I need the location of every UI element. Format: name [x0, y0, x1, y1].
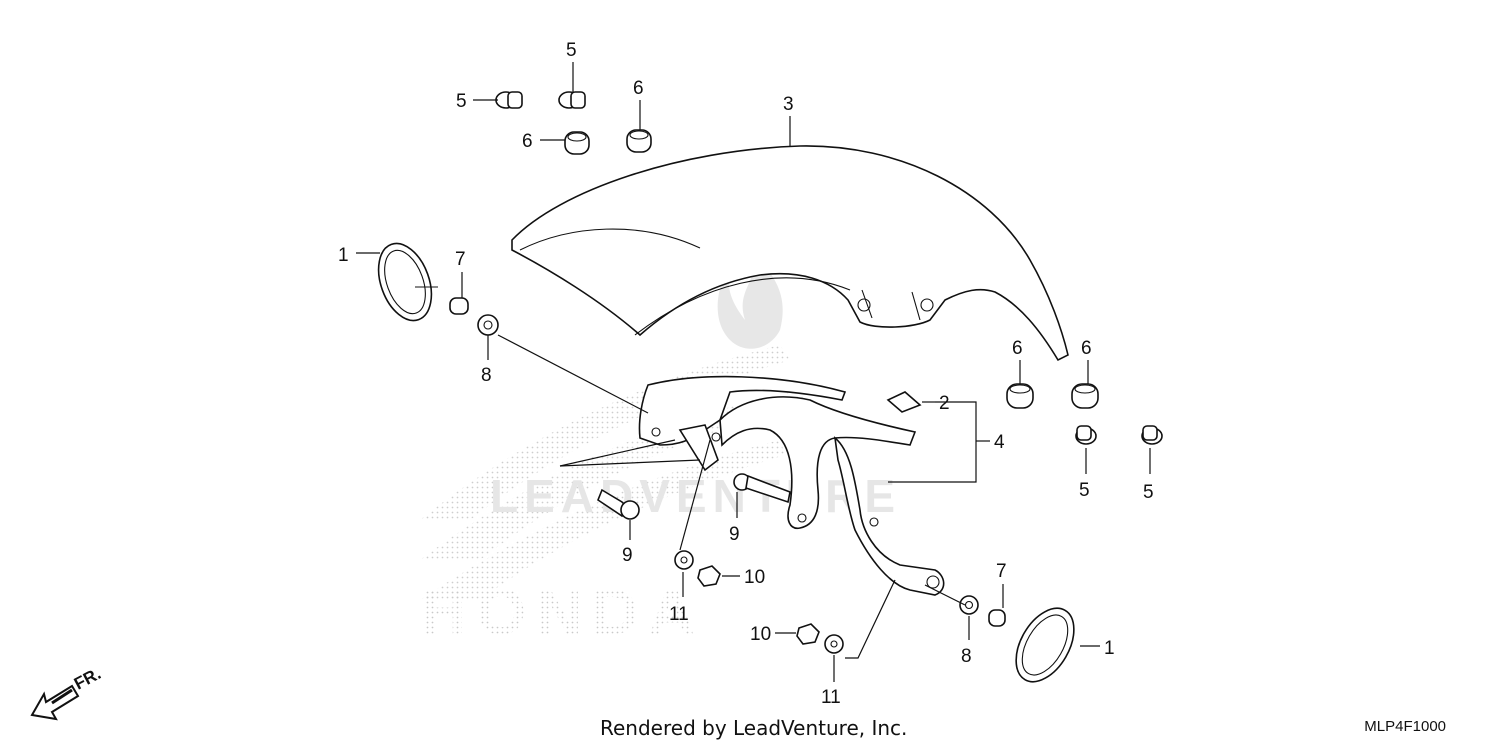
part-8-washer-right[interactable]: [959, 595, 979, 615]
callout-1-left: 1: [338, 245, 349, 266]
part-6-grommet-a[interactable]: [564, 131, 590, 155]
callout-4: 4: [994, 432, 1005, 453]
callout-6-c: 6: [1012, 338, 1023, 359]
part-5-collar-b[interactable]: [558, 91, 586, 109]
callout-10-upper: 10: [744, 567, 765, 588]
callout-5-d: 5: [1143, 482, 1154, 503]
front-direction-indicator: FR.: [30, 664, 104, 721]
part-7-collar-left[interactable]: [449, 297, 469, 315]
callout-6-a: 6: [522, 131, 533, 152]
part-3-front-fender[interactable]: [511, 145, 1069, 362]
part-7-collar-right[interactable]: [988, 609, 1006, 627]
part-8-washer-left[interactable]: [477, 314, 499, 336]
callout-2: 2: [939, 393, 950, 414]
part-10-nut-upper[interactable]: [697, 565, 721, 587]
callout-1-right: 1: [1104, 638, 1115, 659]
callout-3: 3: [783, 94, 794, 115]
render-credit-caption: Rendered by LeadVenture, Inc.: [600, 716, 908, 740]
part-5-collar-d[interactable]: [1141, 425, 1163, 445]
part-2-pad[interactable]: [886, 391, 922, 413]
part-11-washer-upper[interactable]: [674, 550, 694, 570]
callout-8-right: 8: [961, 646, 972, 667]
part-4-fender-stay-bracket[interactable]: [638, 375, 945, 596]
callout-6-d: 6: [1081, 338, 1092, 359]
part-10-nut-lower[interactable]: [796, 623, 820, 645]
callout-6-b: 6: [633, 78, 644, 99]
leader-lines: [356, 62, 1151, 682]
callout-5-b: 5: [566, 40, 577, 61]
callout-9-right: 9: [729, 524, 740, 545]
callout-8-left: 8: [481, 365, 492, 386]
callout-11-lower: 11: [821, 687, 841, 708]
part-5-collar-a[interactable]: [495, 91, 523, 109]
callout-9-left: 9: [622, 545, 633, 566]
watermark-leadventure-text: LEADVENTURE: [490, 470, 901, 522]
part-1-cap-left[interactable]: [369, 236, 441, 328]
callout-labels: 1 7 8 5 5 6 6 3 2 4 6 6 5 5 9 9 11 10 10…: [338, 40, 1154, 708]
part-1-cap-right[interactable]: [1004, 598, 1086, 691]
part-5-collar-c[interactable]: [1075, 425, 1097, 445]
callout-11-upper: 11: [669, 604, 689, 625]
part-6-grommet-b[interactable]: [626, 129, 652, 153]
callout-7-right: 7: [996, 561, 1007, 582]
part-6-grommet-c[interactable]: [1006, 383, 1034, 409]
callout-5-a: 5: [456, 91, 467, 112]
part-9-bolt-left[interactable]: [597, 488, 640, 520]
front-direction-label: FR.: [71, 664, 104, 694]
callout-7-left: 7: [455, 249, 466, 270]
watermark-honda-text: HONDA: [420, 576, 705, 648]
part-11-washer-lower[interactable]: [824, 634, 844, 654]
callout-5-c: 5: [1079, 480, 1090, 501]
part-6-grommet-d[interactable]: [1071, 383, 1099, 409]
part-9-bolt-right[interactable]: [733, 473, 791, 504]
drawing-code: MLP4F1000: [1364, 718, 1446, 735]
callout-10-lower: 10: [750, 624, 771, 645]
